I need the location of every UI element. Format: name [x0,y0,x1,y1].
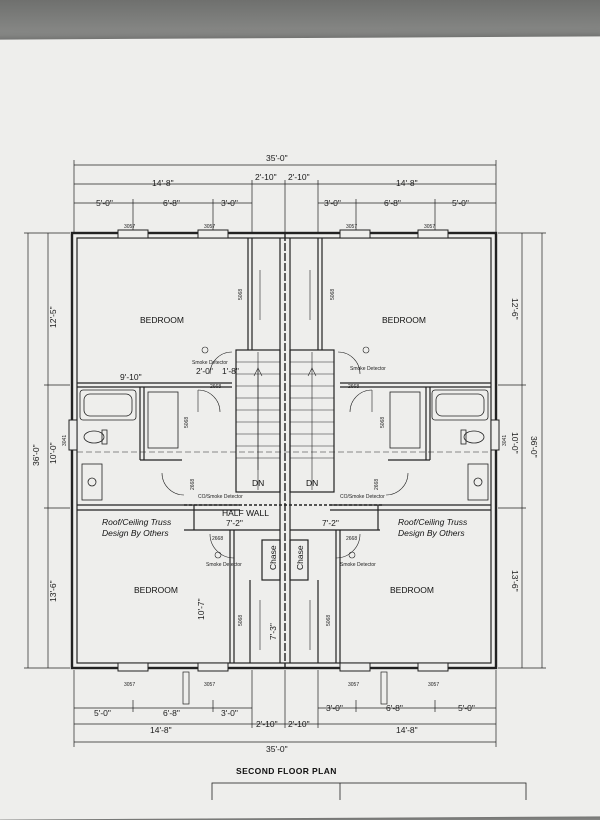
dim-top-r3: 5'-0" [452,198,469,208]
dim-top-r1: 3'-0" [324,198,341,208]
truss-note-right-2: Design By Others [398,528,465,538]
room-bedroom-top-right: BEDROOM [382,315,426,325]
dim-left-middle: 10'-0" [48,442,58,464]
dim-bottom-l1: 5'-0" [94,708,111,718]
room-bedroom-bottom-left: BEDROOM [134,585,178,595]
smoke-note-bl: Smoke Detector [206,562,242,568]
dim-top-left-half: 14'-8" [152,178,174,188]
tag-closet-bath-r: 5068 [380,417,386,428]
dim-right-overall: 36'-0" [529,436,539,458]
room-bedroom-bottom-right: BEDROOM [390,585,434,595]
truss-note-left-2: Design By Others [102,528,169,538]
title-block [211,782,527,800]
dim-top-l3: 3'-0" [221,198,238,208]
tag-closet-tl: 5068 [238,289,244,300]
tag-win-3: 3057 [346,224,357,230]
dim-bottom-left-half: 14'-8" [150,725,172,735]
bath-fixtures [79,389,489,501]
tag-door-br: 2668 [346,536,357,542]
truss-note-left-1: Roof/Ceiling Truss [102,517,172,527]
tag-win-8: 3057 [428,682,439,688]
dim-closet-height: 7'-3" [268,623,278,640]
windows [68,229,500,672]
dim-small: 2'-0" [196,366,213,376]
dim-top-center-right: 2'-10" [288,172,310,182]
dim-bottom-left-width: 7'-2" [226,518,243,528]
tag-win-2: 3057 [204,224,215,230]
tag-win-6: 3057 [204,682,215,688]
chase-right: Chase [295,545,305,570]
dim-bl-height: 10'-7" [196,598,206,620]
stair-treads [236,352,334,490]
tag-door-bath-r: 2668 [374,479,380,490]
dim-bottom-r3: 5'-0" [458,703,475,713]
dim-bottom-center-left: 2'-10" [256,719,278,729]
half-wall-label: HALF WALL [222,508,269,518]
plan-title: SECOND FLOOR PLAN [236,766,337,776]
tag-closet-br: 5068 [326,615,332,626]
co-smoke-note-right: CO/Smoke Detector [340,494,385,500]
dim-top-overall: 35'-0" [266,153,288,163]
tag-door-bath-l: 2668 [190,479,196,490]
room-bedroom-top-left: BEDROOM [140,315,184,325]
top-dimension-lines [73,160,497,232]
bottom-dimension-lines [73,670,497,747]
entry-posts [182,671,388,705]
tag-win-5: 3057 [124,682,135,688]
dim-bottom-center-right: 2'-10" [288,719,310,729]
smoke-detector-symbols [201,346,370,559]
dim-small2: 1'-8" [222,366,239,376]
tag-win-side-left: 3041 [62,435,68,446]
smoke-note-br: Smoke Detector [340,562,376,568]
dim-bottom-right-width: 7'-2" [322,518,339,528]
dim-hall-width: 9'-10" [120,372,142,382]
tag-closet-bl: 5068 [238,615,244,626]
stair-dn-left: DN [252,478,264,488]
door-swings [161,270,409,650]
exterior-walls [70,231,498,670]
dim-left-top: 12'-5" [48,306,58,328]
truss-note-right-1: Roof/Ceiling Truss [398,517,468,527]
stair-dn-right: DN [306,478,318,488]
dim-bottom-right-half: 14'-8" [396,725,418,735]
side-dimension-lines [24,232,546,669]
dim-top-r2: 6'-8" [384,198,401,208]
dim-bottom-r2: 6'-8" [386,703,403,713]
dim-top-center-left: 2'-10" [255,172,277,182]
smoke-note-tl: Smoke Detector [192,360,228,366]
tag-door-bl: 2668 [212,536,223,542]
tag-win-side-right: 3041 [502,435,508,446]
dim-left-bottom: 13'-6" [48,580,58,602]
co-smoke-note-left: CO/Smoke Detector [198,494,243,500]
chase-left: Chase [268,545,278,570]
dim-bottom-l2: 6'-8" [163,708,180,718]
tag-door-tl: 2668 [210,384,221,390]
dim-top-right-half: 14'-8" [396,178,418,188]
dim-top-l1: 5'-0" [96,198,113,208]
dim-right-middle: 10'-0" [510,432,520,454]
smoke-note-tr: Smoke Detector [350,366,386,372]
tag-closet-tr: 5068 [330,289,336,300]
dim-left-overall: 36'-0" [31,444,41,466]
interior-walls [76,237,492,664]
tag-closet-bath-l: 5068 [184,417,190,428]
dim-bottom-l3: 3'-0" [221,708,238,718]
dim-bottom-r1: 3'-0" [326,703,343,713]
tag-win-1: 3057 [124,224,135,230]
dim-right-bottom: 13'-6" [510,570,520,592]
tag-door-tr: 2668 [348,384,359,390]
dim-top-l2: 6'-8" [163,198,180,208]
floor-plan-drawing: 35'-0" 14'-8" 14'-8" 2'-10" 2'-10" 5'-0"… [24,153,546,800]
tag-win-7: 3057 [348,682,359,688]
dim-right-top: 12'-6" [510,298,520,320]
dim-bottom-overall: 35'-0" [266,744,288,754]
tag-win-4: 3057 [424,224,435,230]
